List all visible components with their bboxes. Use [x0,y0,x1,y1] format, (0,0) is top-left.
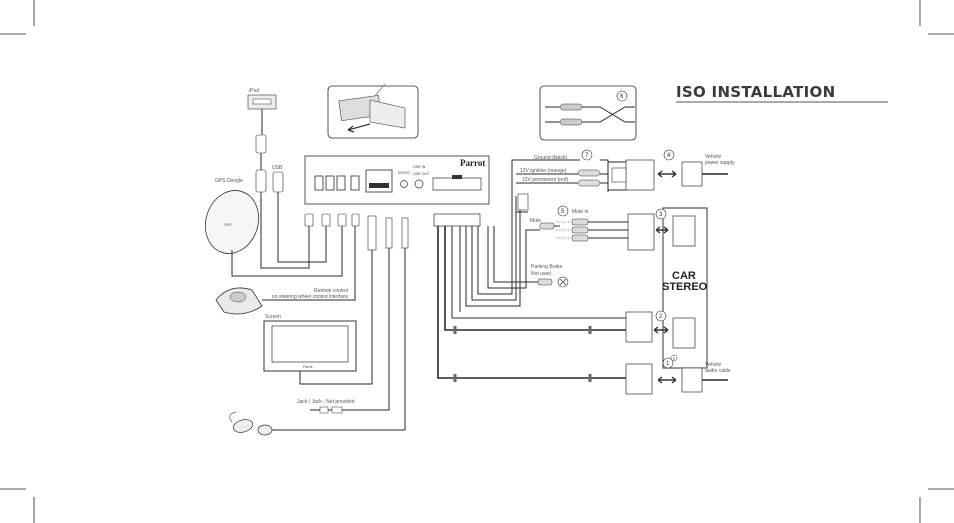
mute-in-label: Mute in [572,209,589,215]
microphone [229,411,405,436]
mute-wires: Mute 5 Mute in [530,205,655,251]
callout-7: 7 [585,153,589,159]
callout-1: 1 [666,361,670,367]
power-wires: Ground (black) 12V ignition (orange) 12V… [516,149,655,192]
remote-label-1: Remote control [314,288,348,294]
vehicle-connectors: Vehicle power supply Vehicle audio cable [681,154,735,393]
peripheral-cables [231,192,409,430]
micro-label: MICRO [398,171,410,175]
callout-4: 4 [667,153,671,159]
car-stereo: CAR STEREO [662,207,708,369]
main-unit-brand: Parrot [460,158,485,168]
screen-label: Screen [265,314,281,320]
vehicle-power-label-2: power supply [705,160,735,166]
callout-3: 3 [659,212,663,218]
gps-dongle-label: GPS Dongle [215,178,243,184]
screen-brand: Parrot [303,365,313,369]
parking-label-2: Not used [531,271,551,277]
remote-label-2: on steering wheel control interface [272,294,348,300]
iso-connectors [625,311,653,395]
callout-5: 5 [561,209,565,215]
jack-cable: Jack / Jack - Not provided [297,399,355,414]
vehicle-audio-label-1: Vehicle [705,362,721,368]
car-stereo-label-2: STEREO [662,281,708,293]
parking-label-1: Parking Brake [531,264,563,270]
callout-6: 6 [620,94,624,100]
connector-insertion-detail [327,83,419,139]
line-out-label: LINE OUT [413,172,430,176]
parking-brake: Parking Brake Not used [528,264,569,288]
callout-2: 2 [659,314,663,320]
car-stereo-label-1: CAR [672,270,696,282]
screen: Screen Parrot [263,314,357,372]
gps-dongle: GPS Dongle GPS [204,178,260,254]
usb-label: USB [272,165,283,171]
permanent-label: 12V permanent (red) [522,177,568,183]
ignition-label: 12V ignition (orange) [520,168,567,174]
fuse-cable-detail: 6 [539,85,637,141]
main-unit: Parrot LINE IN LINE OUT MICRO [304,155,490,205]
callout-8: 8 [673,357,675,361]
remote-control: Remote control on steering wheel control… [215,287,348,315]
ipod-cable: iPod USB [247,88,284,193]
ground-label: Ground (black) [534,155,567,161]
ipod-label: iPod [249,88,259,94]
callouts: 3 2 4 1 8 [653,149,678,384]
page-title: ISO INSTALLATION [676,83,835,101]
jack-label: Jack / Jack - Not provided [297,399,355,405]
iso-harness [433,159,628,382]
mute-label: Mute [530,218,541,224]
vehicle-audio-label-2: audio cable [705,368,731,374]
line-in-label: LINE IN [413,165,426,169]
gps-dongle-tag: GPS [224,223,232,227]
vehicle-power-label-1: Vehicle [705,154,721,160]
